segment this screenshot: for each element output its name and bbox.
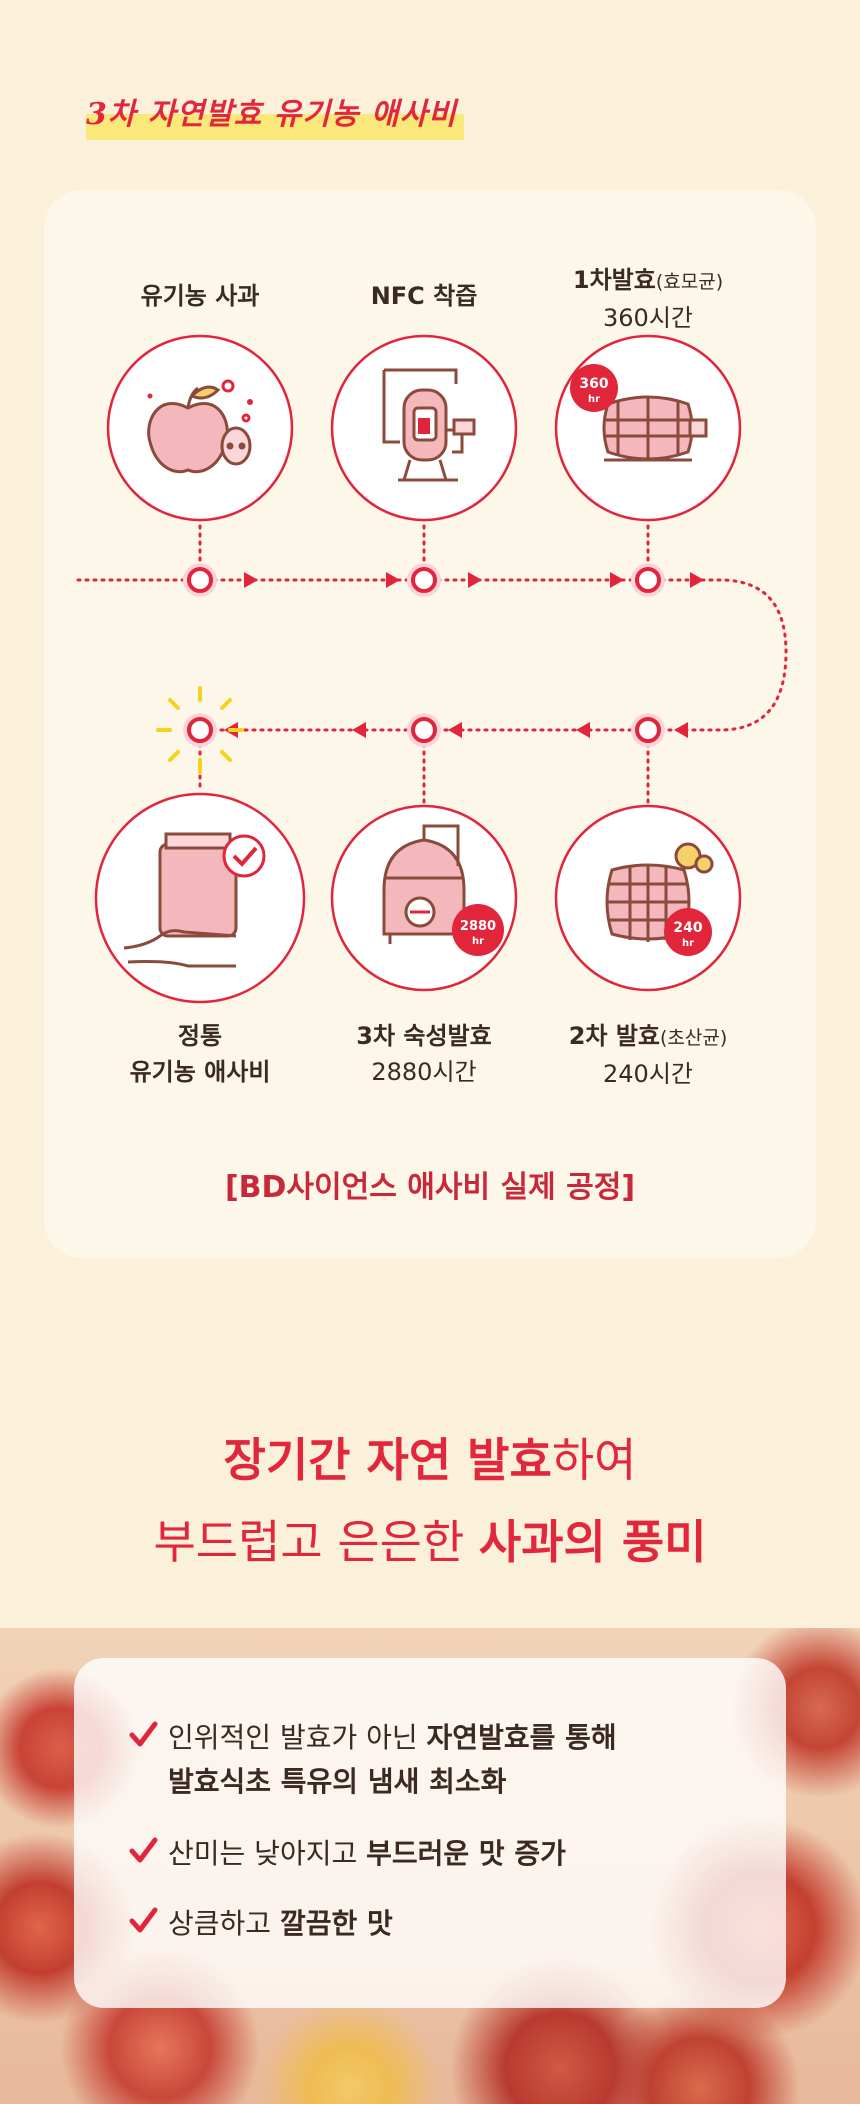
- headline-line-1: 장기간 자연 발효하여: [223, 1433, 637, 1487]
- arrow-right-icon: [468, 572, 482, 588]
- badge-unit: hr: [588, 394, 600, 405]
- benefit-item: 상큼하고 깔끔한 맛: [129, 1902, 393, 1946]
- title-highlight: [86, 114, 464, 140]
- page-title: 3차 자연발효 유기농 애사비: [86, 97, 457, 132]
- hand-bottle-check-icon: [123, 832, 266, 968]
- badge-2880: 2880 hr: [452, 904, 504, 956]
- step-label-fermentation-1: 1차발효(효모균)360시간: [572, 266, 724, 332]
- flow-node: [407, 563, 441, 597]
- step-label-nfc: NFC 착즙: [370, 282, 478, 310]
- arrow-left-icon: [352, 722, 366, 738]
- flow-node: [183, 563, 217, 597]
- badge-value: 240: [673, 920, 702, 936]
- badge-360: 360 hr: [570, 364, 618, 412]
- process-caption: [BD사이언스 애사비 실제 공정]: [224, 1170, 636, 1205]
- badge-unit: hr: [472, 936, 484, 947]
- arrow-right-icon: [244, 572, 258, 588]
- arrow-left-icon: [674, 722, 688, 738]
- arrow-right-icon: [386, 572, 400, 588]
- benefit-item: 산미는 낮아지고 부드러운 맛 증가: [129, 1832, 566, 1876]
- badge-240: 240 hr: [664, 908, 712, 956]
- badge-unit: hr: [682, 938, 694, 949]
- arrow-left-icon: [576, 722, 590, 738]
- badge-value: 360: [579, 376, 608, 392]
- process-flow-diagram: 360 hr 240 hr 2880 hr: [76, 334, 788, 1004]
- step-label-fermentation-2: 2차 발효(초산균)240시간: [568, 1022, 728, 1088]
- step-label-organic-apple: 유기농 사과: [140, 282, 260, 310]
- flow-node: [631, 563, 665, 597]
- arrow-right-icon: [690, 572, 704, 588]
- barrel-icon: [602, 395, 708, 462]
- flow-path: [76, 578, 788, 732]
- title-block: 3차 자연발효 유기농 애사비: [86, 92, 464, 140]
- juicer-icon: [382, 368, 476, 482]
- flow-node-final: [156, 686, 244, 774]
- check-icon: [129, 1907, 158, 1933]
- headline-line-2: 부드럽고 은은한 사과의 풍미: [153, 1515, 707, 1569]
- check-icon: [129, 1721, 158, 1747]
- badge-value: 2880: [460, 919, 496, 934]
- check-icon: [129, 1837, 158, 1863]
- apple-icon: [147, 379, 253, 474]
- benefits-card: [74, 1658, 786, 2008]
- flow-node: [407, 713, 441, 747]
- arrow-left-icon: [448, 722, 462, 738]
- fermentation-tank-icon: [382, 824, 466, 944]
- flow-node: [631, 713, 665, 747]
- arrow-right-icon: [610, 572, 624, 588]
